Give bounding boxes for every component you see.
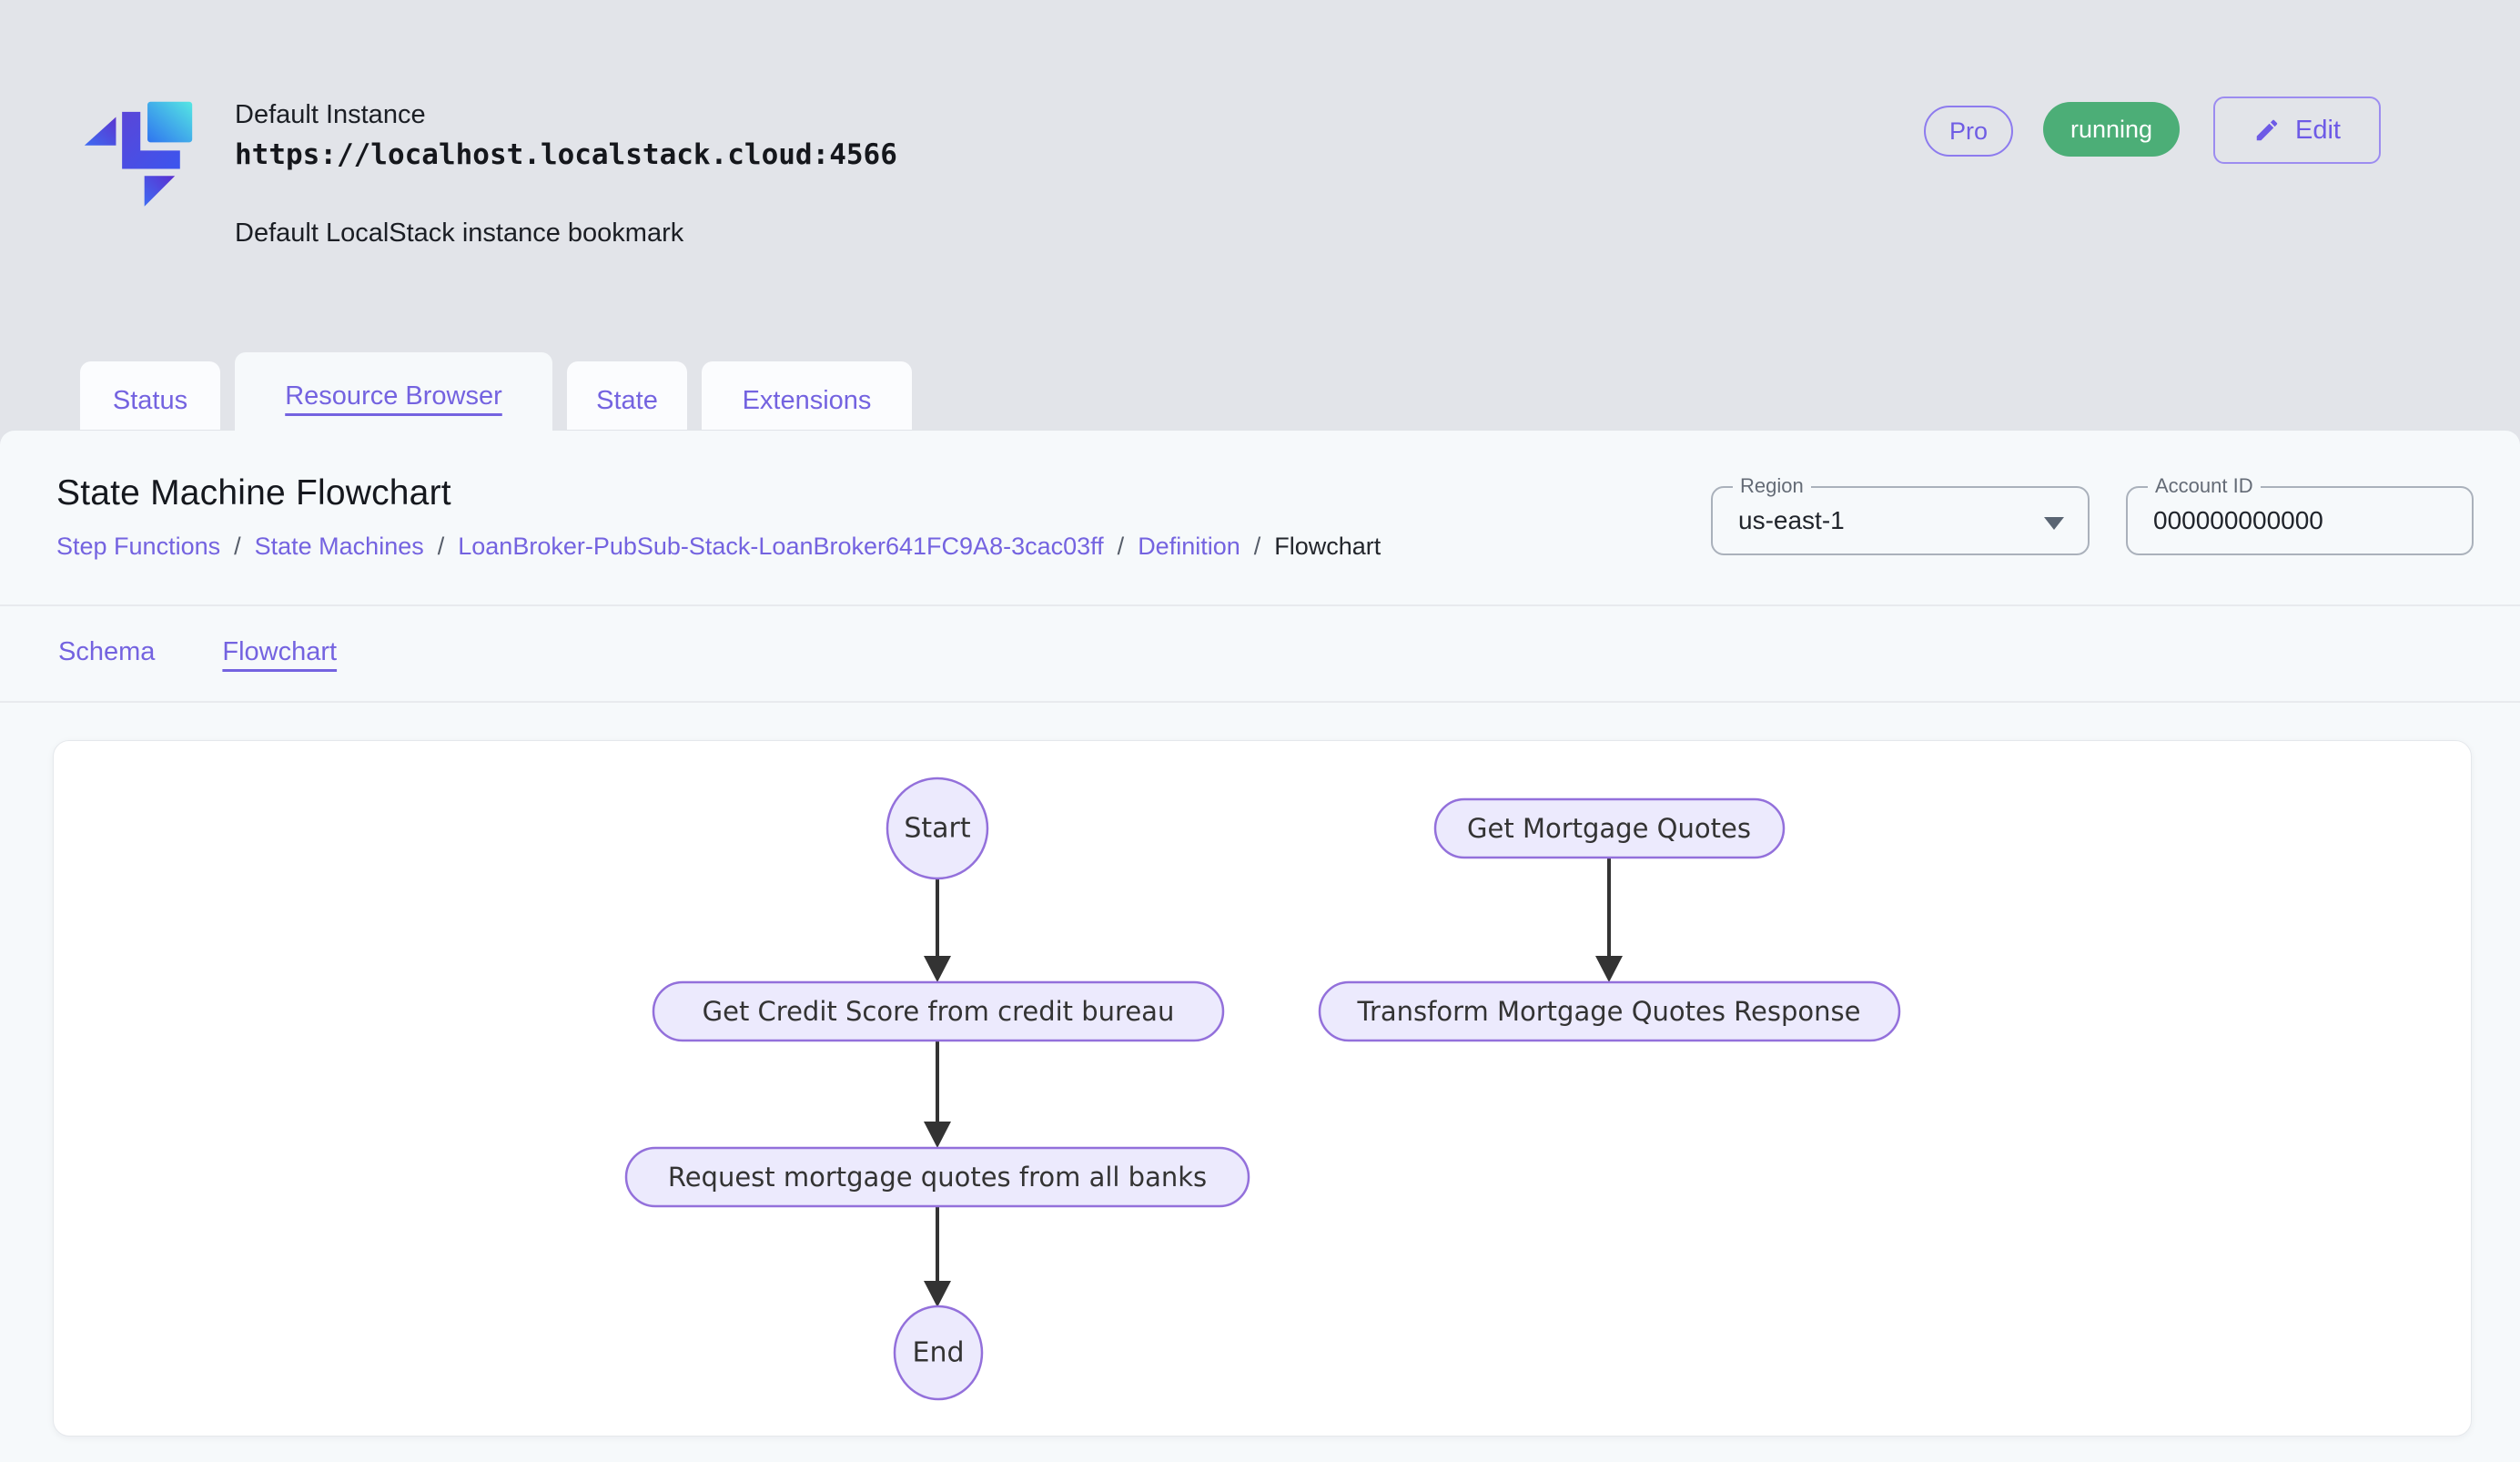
instance-description: Default LocalStack instance bookmark [235, 218, 684, 248]
node-end-label: End [912, 1337, 964, 1369]
breadcrumb-state-machine-name[interactable]: LoanBroker-PubSub-Stack-LoanBroker641FC9… [458, 533, 1104, 560]
node-end: End [893, 1305, 984, 1401]
node-transform-response: Transform Mortgage Quotes Response [1318, 980, 1901, 1042]
account-id-field: Account ID [2126, 475, 2474, 555]
definition-subtab-bar: Schema Flowchart [58, 637, 337, 667]
breadcrumb-separator: / [1117, 533, 1125, 560]
pencil-icon [2256, 119, 2278, 141]
node-start-label: Start [904, 813, 971, 845]
instance-name: Default Instance [235, 100, 426, 129]
pro-badge: Pro [1924, 106, 2014, 157]
node-transform-response-label: Transform Mortgage Quotes Response [1357, 996, 1861, 1027]
subtab-flowchart[interactable]: Flowchart [222, 637, 338, 666]
edit-button[interactable]: Edit [2213, 96, 2381, 164]
account-id-input[interactable] [2128, 488, 2464, 553]
node-get-mortgage-quotes-label: Get Mortgage Quotes [1467, 813, 1751, 844]
localstack-logo-icon [84, 101, 193, 207]
tab-extensions[interactable]: Extensions [702, 361, 912, 440]
divider [0, 701, 2520, 703]
node-get-mortgage-quotes: Get Mortgage Quotes [1433, 797, 1786, 859]
tab-state[interactable]: State [567, 361, 687, 440]
flowchart-edges [936, 858, 1611, 1284]
node-start: Start [886, 777, 989, 880]
breadcrumb-separator: / [234, 533, 241, 560]
instance-url: https://localhost.localstack.cloud:4566 [235, 138, 897, 171]
breadcrumb-current: Flowchart [1274, 533, 1381, 560]
breadcrumb-state-machines[interactable]: State Machines [254, 533, 424, 560]
edit-button-label: Edit [2295, 115, 2341, 145]
page-title: State Machine Flowchart [56, 473, 451, 513]
breadcrumb: Step Functions / State Machines / LoanBr… [56, 533, 1381, 561]
tab-status[interactable]: Status [80, 361, 220, 440]
region-select-value: us-east-1 [1738, 506, 1845, 534]
status-badge: running [2043, 102, 2181, 157]
arrowheads [924, 956, 1623, 1307]
breadcrumb-separator: / [1253, 533, 1261, 560]
breadcrumb-step-functions[interactable]: Step Functions [56, 533, 221, 560]
region-select[interactable]: Region us-east-1 [1711, 475, 2090, 555]
state-machine-flowchart: Start Get Credit Score from credit burea… [624, 777, 1901, 1401]
flowchart-card: Start Get Credit Score from credit burea… [53, 740, 2472, 1437]
subtab-schema[interactable]: Schema [58, 637, 156, 666]
node-get-credit-score-label: Get Credit Score from credit bureau [703, 996, 1175, 1027]
breadcrumb-separator: / [437, 533, 445, 560]
node-request-quotes-label: Request mortgage quotes from all banks [668, 1162, 1207, 1193]
chevron-down-icon [2044, 517, 2064, 530]
tab-resource-browser[interactable]: Resource Browser [235, 352, 552, 440]
region-select-label: Region [1733, 475, 1811, 497]
main-tab-bar: Status Resource Browser State Extensions [80, 352, 912, 440]
divider [0, 604, 2520, 606]
breadcrumb-definition[interactable]: Definition [1138, 533, 1240, 560]
node-request-quotes: Request mortgage quotes from all banks [624, 1146, 1250, 1208]
node-get-credit-score: Get Credit Score from credit bureau [652, 980, 1225, 1042]
